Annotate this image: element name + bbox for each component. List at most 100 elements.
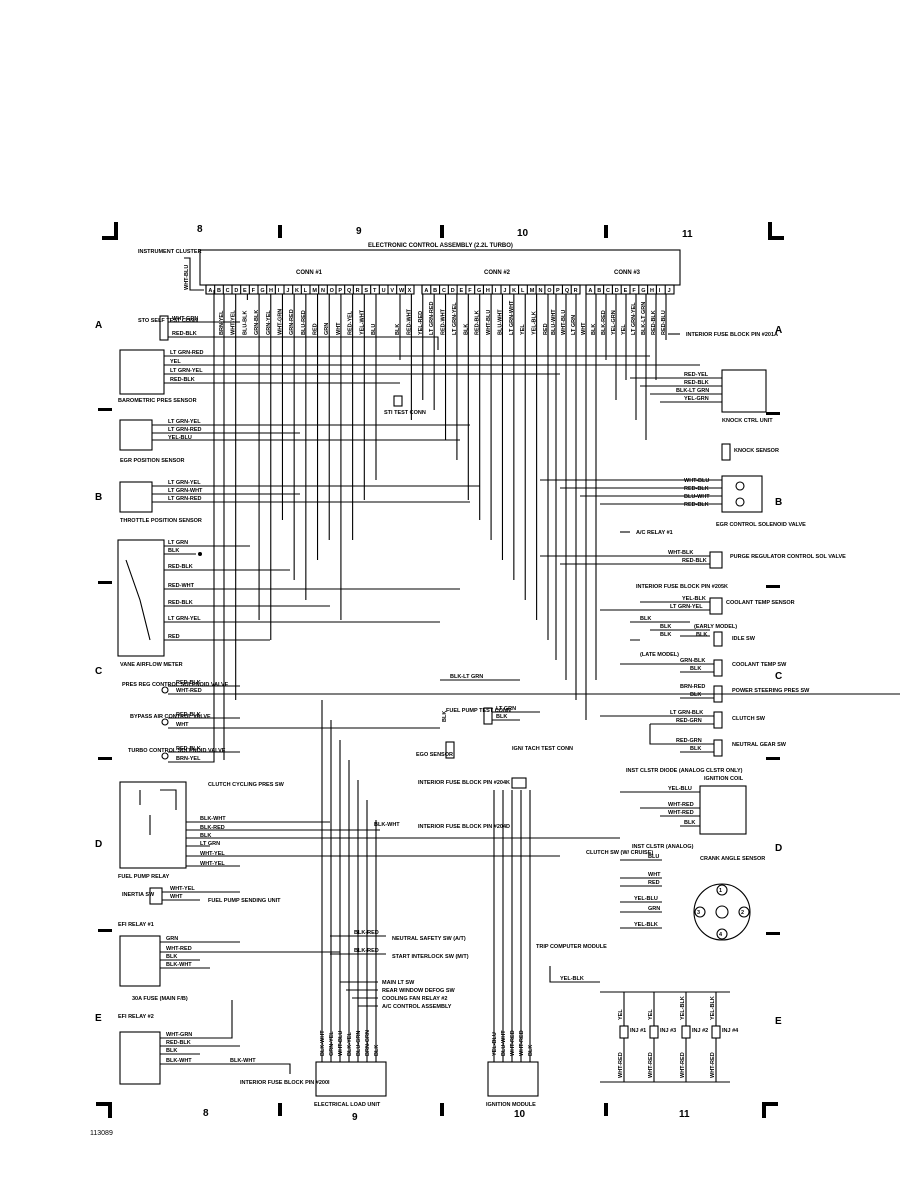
conn1-pin-o: O (330, 288, 335, 294)
conn2-pin-n: N (539, 288, 543, 294)
fuse30-label: 30A FUSE (MAIN F/B) (132, 996, 188, 1002)
conn2-pin-a: A (424, 288, 428, 294)
knock-ctrl-label: KNOCK CTRL UNIT (722, 418, 773, 424)
coolant-temp-sw-label: COOLANT TEMP SW (732, 662, 787, 668)
bypass-wire-2: WHT (176, 722, 189, 728)
blk-ltgrn-label: BLK-LT GRN (450, 674, 483, 680)
efi1-wire-3: BLK (166, 954, 177, 960)
fuel-pump-relay: BLK-WHT BLK-RED BLK LT GRN WHT-YEL WHT-Y… (118, 781, 620, 880)
bypass-wire-1: RED-BLK (176, 712, 201, 718)
ecu-wire-label-4: GRN-BLK (254, 310, 260, 335)
idle-blk-4: BLK (696, 632, 707, 638)
purge-wire-1: WHT-BLK (668, 550, 693, 556)
sto-connector (159, 315, 169, 341)
ecu-wire-label-28: RED (543, 323, 549, 335)
fpr-wire-5: WHT-YEL (200, 851, 225, 857)
conn3-pin-j: J (668, 288, 671, 294)
conn1-pin-m: M (312, 288, 317, 294)
conn3-pin-i: I (659, 288, 661, 294)
inertia-wire-1: WHT-YEL (170, 886, 195, 892)
row-label-a-right: A (775, 325, 782, 336)
inertia-switch: INERTIA SW WHT-YEL WHT FUEL PUMP SENDING… (122, 886, 281, 905)
ecu-wire-label-10: GRN (324, 323, 330, 335)
elu-wire-label-7: BLK (374, 1045, 380, 1056)
elu-wire-label-1: BLK-WHT (320, 1030, 326, 1056)
instrument-cluster-label: INSTRUMENT CLUSTER (138, 249, 202, 255)
baro-label: BAROMETRIC PRES SENSOR (118, 398, 197, 404)
conn2-pin-q: Q (565, 288, 570, 294)
injector-4 (711, 1025, 721, 1039)
conn3-pin-g: G (641, 288, 645, 294)
conn2-pin-k: K (512, 288, 516, 294)
conn1-pin-p: P (338, 288, 342, 294)
clutch-cycling-label: CLUTCH CYCLING PRES SW (208, 782, 285, 788)
ecu-vertical-wires (223, 294, 667, 760)
egr-wire-1: WHT-BLU (684, 478, 709, 484)
conn1-pin-d: D (234, 288, 238, 294)
conn2-pin-d: D (451, 288, 455, 294)
vane-label: VANE AIRFLOW METER (120, 662, 183, 668)
ecu-wire-label-18: LT GRN-RED (429, 301, 435, 335)
center-components: STI TEST CONN BLK-LT GRN FUEL PUMP TEST … (314, 395, 743, 1108)
power-steering-label: POWER STEERING PRES SW (732, 688, 810, 694)
clutch-cruise-label: CLUTCH SW (W/ CRUISE) (586, 850, 653, 856)
crank-disc (693, 883, 751, 941)
col-label-8-bottom: 8 (203, 1108, 209, 1119)
row-label-c-left: C (95, 666, 102, 677)
fpr-wire-2: BLK-RED (200, 825, 225, 831)
fuse204k-label: INTERIOR FUSE BLOCK PIN #204K (418, 780, 510, 786)
injector-3 (681, 1025, 691, 1039)
pres-reg-wire-2: WHT-RED (176, 688, 202, 694)
coil-wire-1: YEL-BLU (668, 786, 692, 792)
ign-mod-label: IGNITION MODULE (486, 1102, 536, 1108)
clutch-wire-2: RED-GRN (676, 718, 702, 724)
ecu-wire-label-25: LT GRN-WHT (509, 300, 515, 335)
vane-wire-6: LT GRN-YEL (168, 616, 201, 622)
injector-1 (619, 1025, 629, 1039)
elu-wire-label-4: BLK-YEL (347, 1032, 353, 1056)
row-label-b-right: B (775, 497, 782, 508)
efi2-wire-4: BLK-WHT (166, 1058, 192, 1064)
idle-blk-3: BLK (660, 632, 671, 638)
ac-relay-label: A/C RELAY #1 (636, 530, 673, 536)
ecu-assembly: ELECTRONIC CONTROL ASSEMBLY (2.2L TURBO)… (199, 243, 681, 295)
ign-wire-label-3: WHT-RED (510, 1030, 516, 1056)
baro-wire-2: YEL (170, 359, 181, 365)
ign-tach-label: IGN/ TACH TEST CONN (512, 746, 573, 752)
throttle-box (119, 481, 153, 513)
row-label-d-left: D (95, 839, 102, 850)
conn1-pin-j: J (286, 288, 289, 294)
cts-wire-1: GRN-BLK (680, 658, 705, 664)
egr-ctrl-label: EGR CONTROL SOLENOID VALVE (716, 522, 806, 528)
conn3-pin-b: B (597, 288, 601, 294)
clutch-wire-1: LT GRN-BLK (670, 710, 703, 716)
ps-wire-2: BLK (690, 692, 701, 698)
ecu-wire-label-20: LT GRN-YEL (452, 302, 458, 335)
cooling-fan-label: COOLING FAN RELAY #2 (382, 996, 447, 1002)
conn2-pin-c: C (442, 288, 446, 294)
conn2-pin-e: E (460, 288, 464, 294)
crank-wire-1: BLU (648, 854, 659, 860)
conn2-label: CONN #2 (484, 270, 511, 276)
conn3-pin-a: A (588, 288, 592, 294)
conn2-pin-b: B (433, 288, 437, 294)
bypass-label: BYPASS AIR CONTROL VALVE (130, 714, 211, 720)
ng-wire-1: RED-GRN (676, 738, 702, 744)
knock-wire-2: RED-BLK (684, 380, 709, 386)
col-label-8-top: 8 (197, 224, 203, 235)
clutch-sw-label: CLUTCH SW (732, 716, 766, 722)
fpt-wire-1: LT GRN (496, 706, 516, 712)
ecu-wire-label-24: BLU-WHT (497, 309, 503, 335)
fpr-wire-1: BLK-WHT (200, 816, 226, 822)
vane-airflow-meter: LT GRN BLK RED-BLK RED-WHT RED-BLK LT GR… (117, 539, 460, 668)
vane-wire-4: RED-WHT (168, 583, 195, 589)
rear-defog-label: REAR WINDOW DEFOG SW (382, 988, 456, 994)
conn1-label: CONN #1 (296, 270, 323, 276)
ct-wire-2: LT GRN-YEL (670, 604, 703, 610)
pres-reg-solenoid: PRES REG CONTROL SOLENOID VALVE RED-BLK … (122, 680, 900, 695)
crank-wire-6: YEL-BLK (634, 922, 658, 928)
bypass-air-valve: BYPASS AIR CONTROL VALVE RED-BLK WHT (130, 712, 440, 729)
ecu-wire-label-8: BLU-RED (301, 310, 307, 335)
